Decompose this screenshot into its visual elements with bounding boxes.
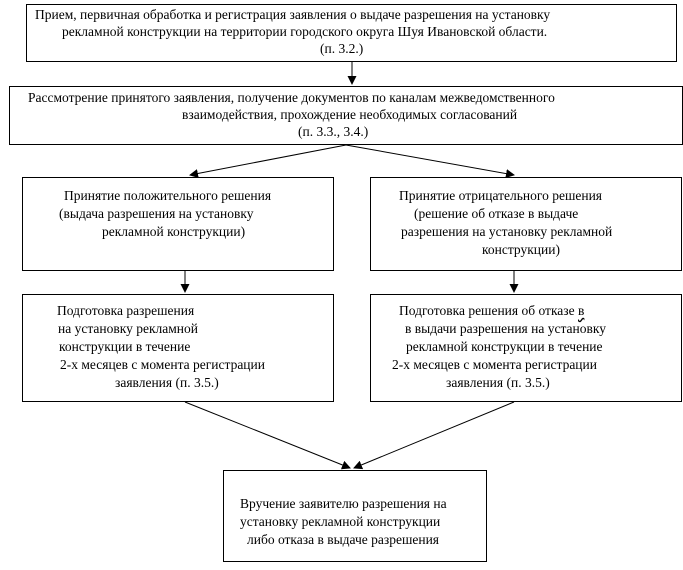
refusal-line-1-marked-word: в [578,303,585,318]
final-line-1: Вручение заявителю разрешения на [240,496,447,511]
step-2-line-2: взаимодействия, прохождение необходимых … [182,107,518,122]
refusal-line-1: Подготовка решения об отказе в [399,302,584,319]
refusal-line-1-text: Подготовка решения об отказе [399,303,578,318]
refusal-line-2: в выдачи разрешения на установку [405,321,606,336]
positive-line-1: Принятие положительного решения [64,188,272,203]
preparation-box-permit: Подготовка разрешения на установку рекла… [22,294,334,402]
permit-line-2: на установку рекламной [58,321,199,336]
negative-line-3: разрешения на установку рекламной [401,224,613,239]
permit-line-5: заявления (п. 3.5.) [115,375,219,390]
step-1-line-1: Прием, первичная обработка и регистрация… [35,7,551,22]
step-1-line-2: рекламной конструкции на территории горо… [62,24,548,39]
decision-box-positive: Принятие положительного решения (выдача … [22,177,334,271]
refusal-line-5: заявления (п. 3.5.) [446,375,550,390]
negative-line-2: (решение об отказе в выдаче [414,206,579,221]
arrow-step2-to-positive [189,144,347,178]
decision-box-negative: Принятие отрицательного решения (решение… [370,177,682,271]
refusal-line-4: 2-х месяцев с момента регистрации [392,357,597,372]
permit-line-3: конструкции в течение [59,339,191,354]
step-box-review: Рассмотрение принятого заявления, получе… [9,86,683,145]
step-1-line-3: (п. 3.2.) [320,41,364,56]
step-box-registration: Прием, первичная обработка и регистрация… [26,4,677,62]
negative-line-4: конструкции) [482,242,560,257]
negative-line-1: Принятие отрицательного решения [399,188,603,203]
refusal-line-3: рекламной конструкции в течение [406,339,603,354]
final-line-3: либо отказа в выдаче разрешения [247,532,440,547]
positive-line-2: (выдача разрешения на установку [59,206,254,221]
positive-line-3: рекламной конструкции) [102,224,246,239]
arrow-step2-to-negative [345,144,515,179]
final-line-2: установку рекламной конструкции [240,514,441,529]
arrow-permit-to-final [184,401,351,470]
final-box-delivery: Вручение заявителю разрешения на установ… [223,470,487,562]
preparation-box-refusal: Подготовка решения об отказе в в выдачи … [370,294,682,402]
permit-line-1: Подготовка разрешения [57,303,195,318]
arrow-refusal-to-final [353,401,515,470]
step-2-line-3: (п. 3.3., 3.4.) [298,124,369,139]
step-2-line-1: Рассмотрение принятого заявления, получе… [28,90,555,105]
permit-line-4: 2-х месяцев с момента регистрации [60,357,265,372]
